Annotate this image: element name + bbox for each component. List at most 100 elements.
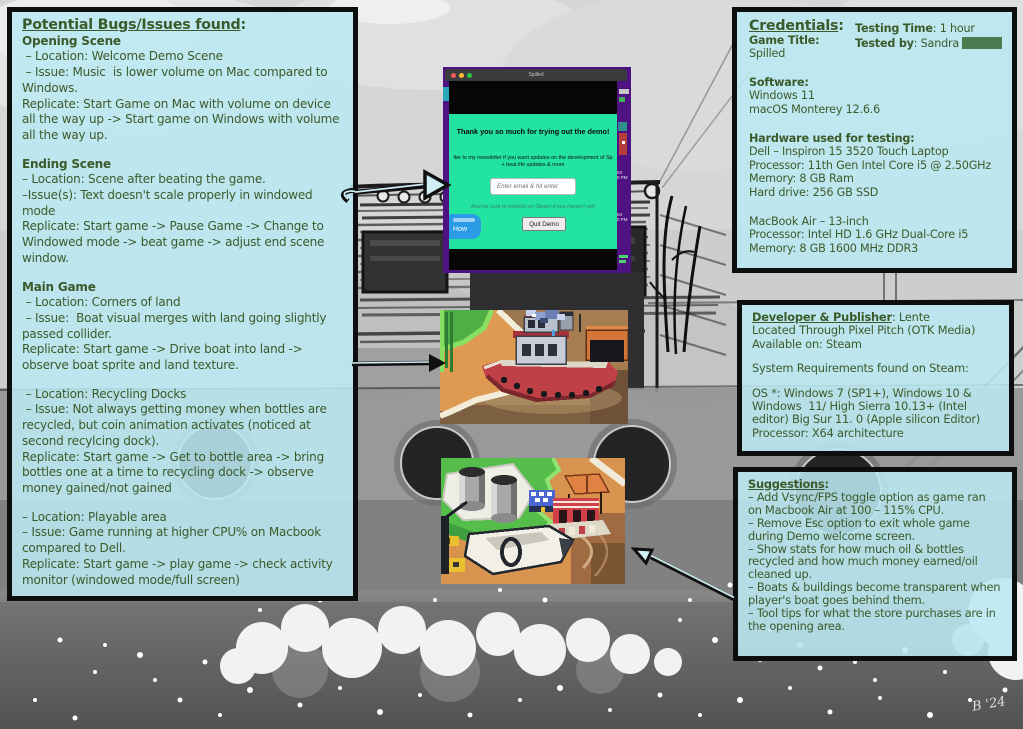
minimize-button[interactable] xyxy=(459,73,464,78)
crane xyxy=(441,516,449,574)
text-line: Credentials: xyxy=(749,18,1004,34)
player-boat xyxy=(463,524,575,576)
text-line: Potential Bugs/Issues found: xyxy=(22,17,343,34)
text-span: Hard drive: 256 GB SSD xyxy=(749,185,879,199)
text-line: Software: xyxy=(749,76,1004,90)
text-span: Replicate: Start game -> Get to bottle a… xyxy=(22,449,328,495)
text-span: : Sandra xyxy=(913,37,963,50)
text-span: Hardware used for testing: xyxy=(749,131,915,145)
text-line: Main Game xyxy=(22,280,343,296)
suggestions-panel: Suggestions:– Add Vsync/FPS toggle optio… xyxy=(733,467,1017,661)
desktop-fragment xyxy=(619,255,628,258)
text-line: – Location: Welcome Demo Scene xyxy=(22,49,343,65)
text-line: Hard drive: 256 GB SSD xyxy=(749,186,1004,200)
text-span: macOS Monterey 12.6.6 xyxy=(749,102,881,116)
text-line: – Issue: Music is lower volume on Mac co… xyxy=(22,65,343,96)
text-span: Main Game xyxy=(22,279,96,294)
text-span: Developer & Publisher xyxy=(752,310,892,324)
text-span: Suggestions xyxy=(748,477,825,491)
wishlist-note: And be sure to wishlist on Steam if you … xyxy=(470,204,596,210)
desktop-fragment xyxy=(619,97,625,102)
text-line: Available on: Steam xyxy=(752,336,999,351)
text-span: Windows 11 xyxy=(749,89,815,103)
text-line: – Issue: Not always getting money when b… xyxy=(22,402,343,449)
text-span: Credentials xyxy=(749,18,839,34)
dock-buildings xyxy=(529,473,611,540)
bug-report-panel: Potential Bugs/Issues found:Opening Scen… xyxy=(7,7,358,601)
window-title: Spilled xyxy=(528,72,544,78)
text-line: macOS Monterey 12.6.6 xyxy=(749,103,1004,117)
text-span: – Add Vsync/FPS toggle option as game ra… xyxy=(748,489,989,517)
text-line: – Remove Esc option to exit whole game d… xyxy=(748,516,1002,543)
text-line: System Requirements found on Steam: xyxy=(752,362,999,375)
desktop-fragment xyxy=(619,89,629,94)
text-line: –Issue(s): Text doesn't scale properly i… xyxy=(22,188,343,219)
desktop-fragment xyxy=(443,87,449,101)
text-line: – Add Vsync/FPS toggle option as game ra… xyxy=(748,489,1002,517)
email-input[interactable] xyxy=(490,178,576,195)
text-line: Opening Scene xyxy=(22,34,343,50)
text-line: Processor: X64 architecture xyxy=(752,425,999,440)
text-line: – Location: Playable area xyxy=(22,510,343,526)
text-span: Processor: X64 architecture xyxy=(752,425,904,440)
text-span: : xyxy=(824,477,829,491)
text-line: – Location: Scene after beating the game… xyxy=(22,172,343,188)
text-line: Testing Time: 1 hour xyxy=(855,21,1012,36)
text-span: Replicate: Start game -> play game -> ch… xyxy=(22,556,337,587)
desktop-fragment xyxy=(619,133,627,155)
text-line: Replicate: Start game -> Pause Game -> C… xyxy=(22,219,343,266)
desktop-fragment xyxy=(619,260,626,263)
text-line: Windows 11 xyxy=(749,89,1004,103)
text-line: MacBook Air – 13-inch xyxy=(749,215,1004,229)
text-span: Tested by xyxy=(855,37,914,50)
text-line: Developer & Publisher: Lente xyxy=(752,310,999,324)
text-line: Processor: Intel HD 1.6 GHz Dual-Core i5 xyxy=(749,228,1004,242)
text-line: Located Through Pixel Pitch (OTK Media) xyxy=(752,324,999,337)
text-span: – Issue: Not always getting money when b… xyxy=(22,402,331,448)
text-line: – Issue: Boat visual merges with land go… xyxy=(22,311,343,342)
desktop-fragment xyxy=(618,122,627,131)
letterbox-top xyxy=(449,81,617,114)
text-line: Suggestions: xyxy=(748,478,1002,491)
red-tugboat xyxy=(482,310,628,402)
text-line: OS *: Windows 7 (SP1+), Windows 10 & Win… xyxy=(752,385,999,427)
text-span: –Issue(s): Text doesn't scale properly i… xyxy=(22,188,317,218)
text-span: Processor: 11th Gen Intel Core i5 @ 2.50… xyxy=(749,158,992,172)
demo-end-screen: Thank you so much for trying out the dem… xyxy=(449,114,617,249)
window-titlebar[interactable]: Spilled xyxy=(445,69,627,81)
text-span: : 1 hour xyxy=(932,22,975,35)
text-line: Memory: 8 GB Ram xyxy=(749,172,1004,186)
text-span: – Boats & buildings become transparent w… xyxy=(748,580,1007,608)
text-line: Replicate: Start game -> Drive boat into… xyxy=(22,342,343,373)
text-span: : xyxy=(240,17,247,33)
text-span: Testing Time xyxy=(855,22,933,35)
quit-demo-button[interactable]: Quit Demo xyxy=(522,217,566,231)
text-line: Replicate: Start Game on Mac with volume… xyxy=(22,97,343,144)
text-span: Replicate: Start game -> Drive boat into… xyxy=(22,342,307,373)
text-span: Available on: Steam xyxy=(752,336,862,351)
land-corner-screenshot xyxy=(440,310,628,424)
text-span: System Requirements found on Steam: xyxy=(752,361,969,376)
desktop-fragment xyxy=(622,141,625,144)
text-span: Opening Scene xyxy=(22,33,121,48)
text-line: Spilled xyxy=(749,47,1004,61)
redacted-name xyxy=(962,37,1003,49)
close-button[interactable] xyxy=(451,73,456,78)
text-line: Replicate: Start game -> Get to bottle a… xyxy=(22,450,343,497)
storage-tanks xyxy=(459,467,517,523)
text-line: – Boats & buildings become transparent w… xyxy=(748,581,1002,607)
text-span: Ending Scene xyxy=(22,156,111,171)
text-line: – Location: Corners of land xyxy=(22,295,343,311)
text-span: Game Title: xyxy=(749,33,820,47)
zoom-button[interactable] xyxy=(467,73,472,78)
text-span: Processor: Intel HD 1.6 GHz Dual-Core i5 xyxy=(749,228,969,242)
text-span: – Location: Welcome Demo Scene xyxy=(22,49,223,64)
text-span: OS *: Windows 7 (SP1+), Windows 10 & Win… xyxy=(752,385,981,427)
text-span: – Show stats for how much oil & bottles … xyxy=(748,541,981,582)
text-span: – Location: Corners of land xyxy=(22,295,181,310)
text-span: Dell – Inspiron 15 3520 Touch Laptop xyxy=(749,145,949,159)
